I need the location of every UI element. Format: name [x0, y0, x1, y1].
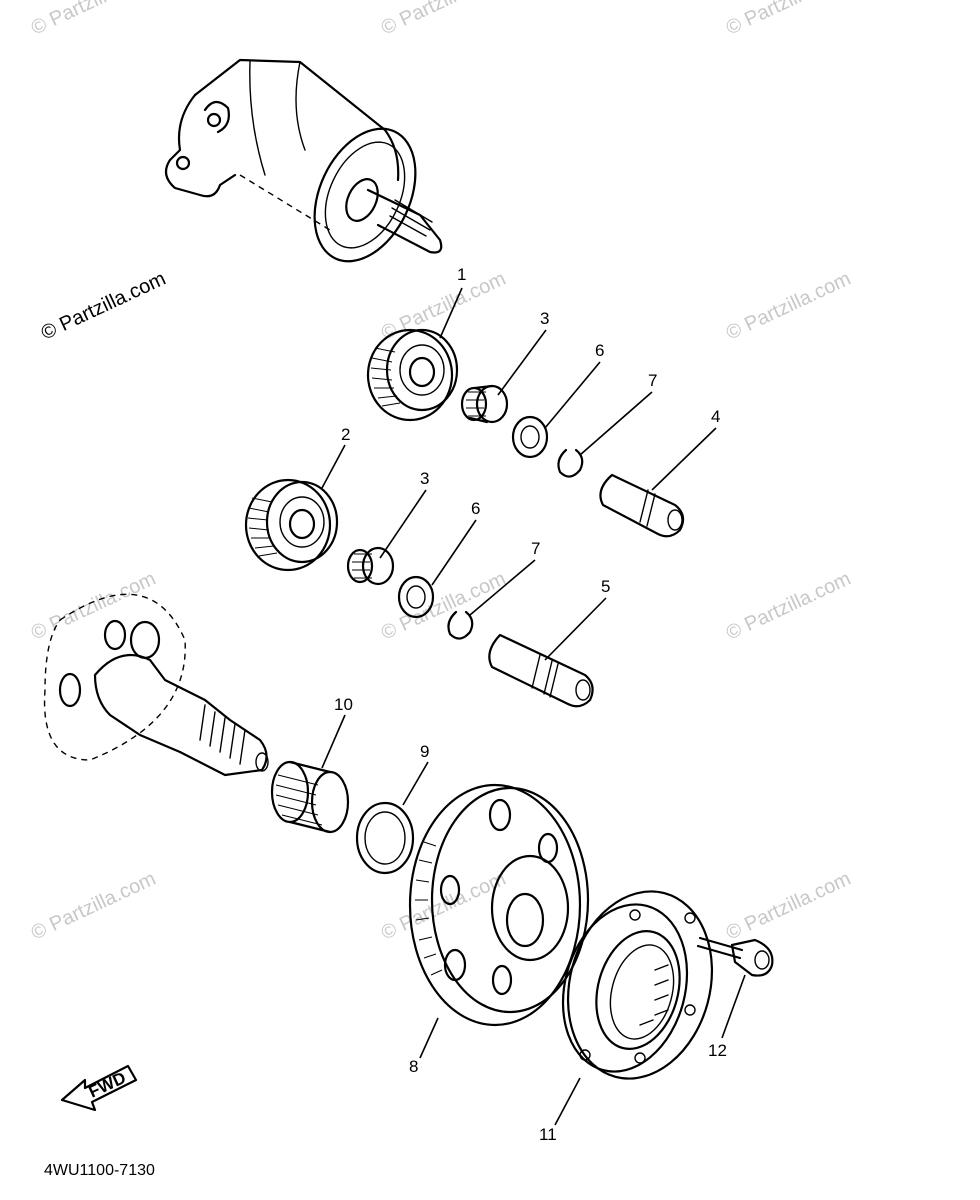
- watermark: © Partzilla.com: [723, 268, 854, 345]
- callout-10: 10: [334, 695, 353, 714]
- part-6-washer: [397, 575, 435, 619]
- callout-6: 6: [595, 341, 604, 360]
- fwd-label: FWD: [86, 1068, 129, 1102]
- part-1-gear: [366, 328, 459, 422]
- part-2-gear: [244, 478, 339, 572]
- callout-3: 3: [540, 309, 549, 328]
- callout-8: 8: [409, 1057, 418, 1076]
- diagram-code: 4WU1100-7130: [44, 1162, 155, 1179]
- part-11-one-way-clutch: [561, 890, 714, 1080]
- watermark: © Partzilla.com: [378, 568, 509, 645]
- part-7-circlip: [557, 448, 584, 478]
- callout-6: 6: [471, 499, 480, 518]
- watermark: © Partzilla.com: [28, 868, 159, 945]
- watermark-layer: © Partzilla.com © Partzilla.com © Partzi…: [28, 0, 854, 945]
- watermark: © Partzilla.com: [723, 868, 854, 945]
- callout-12: 12: [708, 1041, 727, 1060]
- callout-3: 3: [420, 469, 429, 488]
- callout-1: 1: [457, 265, 466, 284]
- part-5-shaft: [488, 633, 594, 708]
- watermark: © Partzilla.com: [28, 0, 159, 40]
- clutch-shaft: [43, 593, 269, 777]
- callout-7: 7: [648, 371, 657, 390]
- watermark: © Partzilla.com: [38, 268, 169, 345]
- watermark: © Partzilla.com: [28, 568, 159, 645]
- callout-7: 7: [531, 539, 540, 558]
- part-3-bearing: [460, 384, 509, 424]
- watermark: © Partzilla.com: [378, 0, 509, 40]
- part-7-circlip: [447, 610, 474, 640]
- starter-motor: [164, 58, 443, 263]
- part-9-washer: [355, 801, 415, 875]
- watermark: © Partzilla.com: [723, 568, 854, 645]
- callout-2: 2: [341, 425, 350, 444]
- callout-4: 4: [711, 407, 720, 426]
- part-6-washer: [511, 415, 549, 459]
- callout-11: 11: [539, 1125, 557, 1144]
- callout-5: 5: [601, 577, 610, 596]
- callout-labels: 1 2 3 3 4 5 6 6 7 7 8 9 10 11 12: [334, 265, 727, 1144]
- part-8-wheel-gear: [408, 783, 590, 1027]
- leader-lines: [321, 287, 746, 1126]
- part-3-bearing: [346, 546, 395, 586]
- callout-9: 9: [420, 742, 429, 761]
- fwd-arrow-icon: FWD: [60, 1064, 138, 1112]
- watermark: © Partzilla.com: [723, 0, 854, 40]
- part-10-bearing: [270, 760, 350, 834]
- part-4-shaft: [599, 473, 685, 538]
- part-12-bolt: [696, 936, 774, 977]
